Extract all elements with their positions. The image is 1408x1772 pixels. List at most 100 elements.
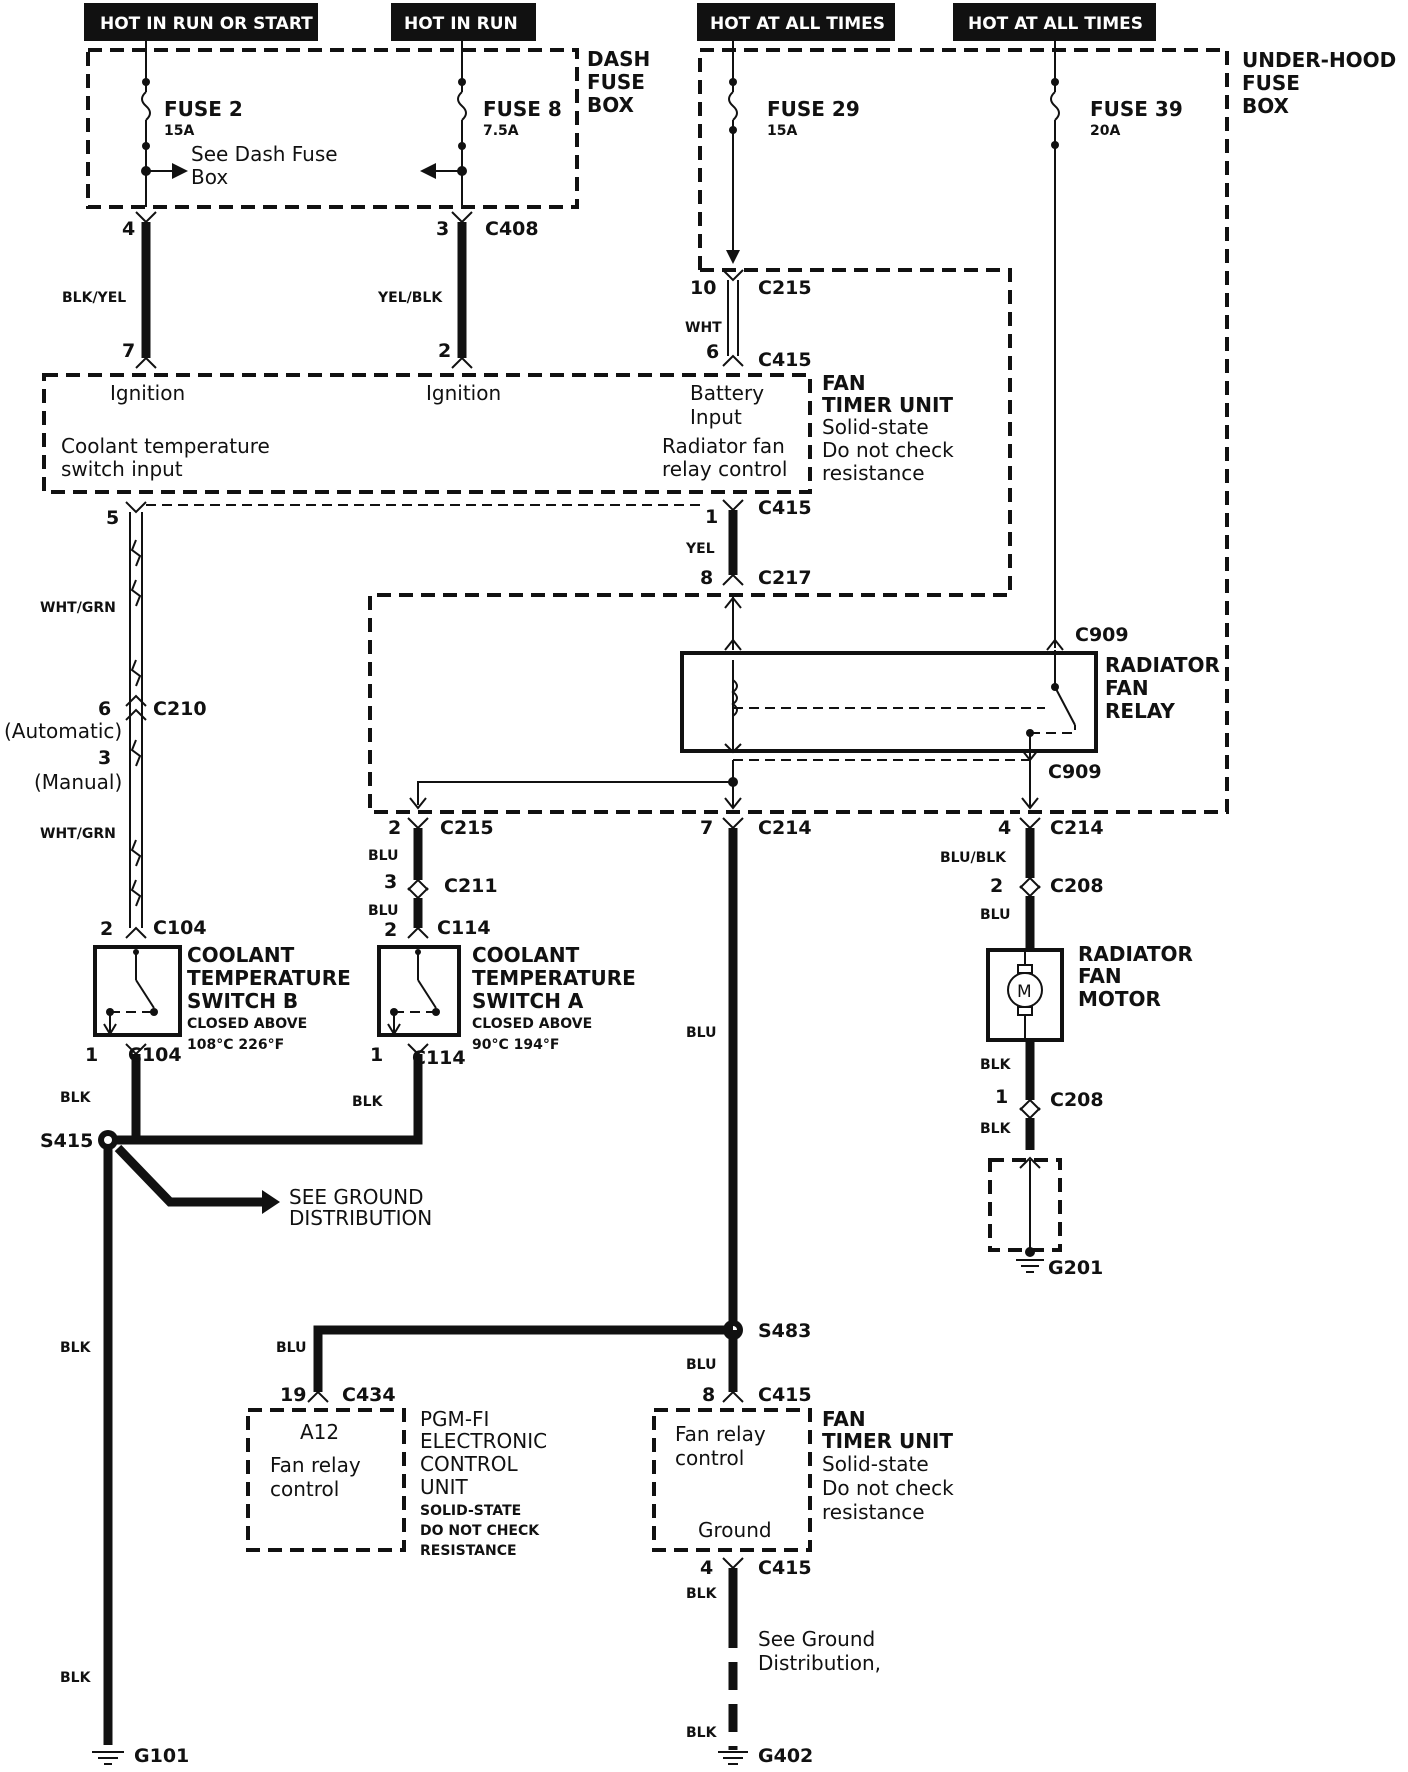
svg-text:FUSE: FUSE xyxy=(1242,71,1300,95)
svg-text:RESISTANCE: RESISTANCE xyxy=(420,1543,517,1559)
svg-text:C415: C415 xyxy=(758,1384,812,1406)
svg-text:2: 2 xyxy=(990,875,1003,897)
svg-text:ELECTRONIC: ELECTRONIC xyxy=(420,1429,547,1453)
fuse-8-label: FUSE 8 xyxy=(483,97,562,121)
svg-text:BLU: BLU xyxy=(686,1025,716,1041)
svg-text:C210: C210 xyxy=(153,698,207,720)
svg-text:DISTRIBUTION: DISTRIBUTION xyxy=(289,1206,432,1230)
fuse-29-label: FUSE 29 xyxy=(767,97,860,121)
svg-text:UNIT: UNIT xyxy=(420,1475,468,1499)
svg-text:FAN: FAN xyxy=(822,1407,866,1431)
svg-text:19: 19 xyxy=(280,1384,306,1406)
svg-text:5: 5 xyxy=(106,507,119,529)
svg-text:PGM-FI: PGM-FI xyxy=(420,1407,489,1431)
ground-wiring-s415: 1 C104 1 C114 BLK BLK S415 SEE GROUND DI… xyxy=(40,1043,466,1767)
svg-text:UNDER-HOOD: UNDER-HOOD xyxy=(1242,48,1396,72)
wire-blu-switch-a: 2 C215 BLU 3 C211 BLU 2 C114 xyxy=(368,817,498,941)
svg-text:HOT AT ALL TIMES: HOT AT ALL TIMES xyxy=(968,14,1143,34)
svg-text:C434: C434 xyxy=(342,1384,396,1406)
svg-text:RELAY: RELAY xyxy=(1105,699,1175,723)
fuse-39-label: FUSE 39 xyxy=(1090,97,1183,121)
fan-timer-unit-bottom: Fan relay control Ground FAN TIMER UNIT … xyxy=(652,1407,954,1552)
under-hood-fuse-box: UNDER-HOOD FUSE BOX FUSE 29 15A FUSE 39 … xyxy=(698,41,1396,814)
svg-text:TEMPERATURE: TEMPERATURE xyxy=(472,966,636,990)
svg-text:Ignition: Ignition xyxy=(110,381,185,405)
svg-text:switch input: switch input xyxy=(61,457,183,481)
svg-text:RADIATOR: RADIATOR xyxy=(1078,942,1193,966)
svg-text:SWITCH B: SWITCH B xyxy=(187,989,298,1013)
svg-text:BLK: BLK xyxy=(980,1121,1012,1137)
svg-text:C408: C408 xyxy=(485,218,539,240)
svg-text:C104: C104 xyxy=(128,1044,182,1066)
svg-text:SOLID-STATE: SOLID-STATE xyxy=(420,1503,521,1519)
svg-text:Battery: Battery xyxy=(690,381,764,405)
svg-text:Input: Input xyxy=(690,405,742,429)
fuse-2-label: FUSE 2 xyxy=(164,97,243,121)
wire-motor-ground: BLK 1 C208 BLK G201 xyxy=(980,1040,1104,1279)
power-label-hot-run-start: HOT IN RUN OR START xyxy=(84,3,318,41)
svg-text:Do not check: Do not check xyxy=(822,1476,954,1500)
svg-text:FAN: FAN xyxy=(1105,676,1149,700)
power-label-hot-all-times-2: HOT AT ALL TIMES xyxy=(953,3,1156,41)
svg-text:C415: C415 xyxy=(758,497,812,519)
svg-text:WHT: WHT xyxy=(685,320,722,336)
wire-wht-grn: 5 WHT/GRN 6 C210 (Automatic) 3 (Manual) … xyxy=(4,501,700,939)
svg-text:BLU: BLU xyxy=(368,848,398,864)
svg-text:HOT IN RUN: HOT IN RUN xyxy=(404,14,518,34)
svg-text:2: 2 xyxy=(388,817,401,839)
svg-text:HOT AT ALL TIMES: HOT AT ALL TIMES xyxy=(710,14,885,34)
svg-text:4: 4 xyxy=(998,817,1011,839)
fan-timer-unit-top: FAN TIMER UNIT Solid-state Do not check … xyxy=(42,371,954,519)
svg-text:Fan relay: Fan relay xyxy=(675,1422,766,1446)
svg-text:See Dash Fuse: See Dash Fuse xyxy=(191,142,338,166)
svg-text:C215: C215 xyxy=(440,817,494,839)
svg-text:C114: C114 xyxy=(437,917,491,939)
svg-text:WHT/GRN: WHT/GRN xyxy=(40,826,116,842)
svg-text:90°C 194°F: 90°C 194°F xyxy=(472,1037,559,1053)
svg-text:(Automatic): (Automatic) xyxy=(4,719,122,743)
svg-text:control: control xyxy=(675,1446,744,1470)
svg-text:15A: 15A xyxy=(767,123,797,139)
svg-text:7: 7 xyxy=(700,817,713,839)
svg-text:CLOSED ABOVE: CLOSED ABOVE xyxy=(472,1016,592,1032)
svg-text:C211: C211 xyxy=(444,875,498,897)
svg-text:YEL: YEL xyxy=(685,541,715,557)
svg-text:DASH: DASH xyxy=(587,47,650,71)
wire-fan-motor: 4 C214 BLU/BLK 2 C208 BLU xyxy=(940,817,1104,950)
svg-text:(Manual): (Manual) xyxy=(34,770,122,794)
wire-blu-main: 7 C214 BLU S483 BLU 19 C434 BLU 8 C415 xyxy=(276,817,812,1406)
svg-text:See Ground: See Ground xyxy=(758,1627,875,1651)
svg-text:RADIATOR: RADIATOR xyxy=(1105,653,1220,677)
svg-text:control: control xyxy=(270,1477,339,1501)
svg-text:C214: C214 xyxy=(758,817,812,839)
svg-text:1: 1 xyxy=(85,1044,98,1066)
svg-text:C909: C909 xyxy=(1048,761,1102,783)
power-label-hot-all-times-1: HOT AT ALL TIMES xyxy=(697,3,895,41)
svg-text:6: 6 xyxy=(706,341,719,363)
wire-label-blk-g101: BLK xyxy=(60,1670,92,1686)
svg-text:resistance: resistance xyxy=(822,461,925,485)
svg-text:BLU: BLU xyxy=(980,907,1010,923)
svg-text:C114: C114 xyxy=(412,1047,466,1069)
svg-text:G201: G201 xyxy=(1048,1257,1103,1279)
radiator-fan-relay: RADIATOR FAN RELAY C909 C909 xyxy=(409,595,1220,810)
svg-text:CLOSED ABOVE: CLOSED ABOVE xyxy=(187,1016,307,1032)
svg-text:BLK: BLK xyxy=(686,1586,718,1602)
svg-text:6: 6 xyxy=(98,698,111,720)
svg-text:BLK: BLK xyxy=(686,1725,718,1741)
svg-text:Solid-state: Solid-state xyxy=(822,415,929,439)
svg-text:TEMPERATURE: TEMPERATURE xyxy=(187,966,351,990)
wire-wht: 10 C215 WHT 6 C415 xyxy=(685,269,812,371)
svg-text:resistance: resistance xyxy=(822,1500,925,1524)
svg-text:1: 1 xyxy=(705,506,718,528)
dash-fuse-box: DASH FUSE BOX FUSE 2 15A See Dash Fuse B… xyxy=(86,41,650,209)
svg-text:A12: A12 xyxy=(300,1420,339,1444)
svg-text:C215: C215 xyxy=(758,277,812,299)
svg-text:S483: S483 xyxy=(758,1320,811,1342)
svg-text:BLK/YEL: BLK/YEL xyxy=(62,290,126,306)
svg-text:G101: G101 xyxy=(134,1745,189,1767)
svg-text:Solid-state: Solid-state xyxy=(822,1452,929,1476)
svg-text:Fan relay: Fan relay xyxy=(270,1453,361,1477)
svg-text:7: 7 xyxy=(122,340,135,362)
svg-text:TIMER UNIT: TIMER UNIT xyxy=(822,393,953,417)
